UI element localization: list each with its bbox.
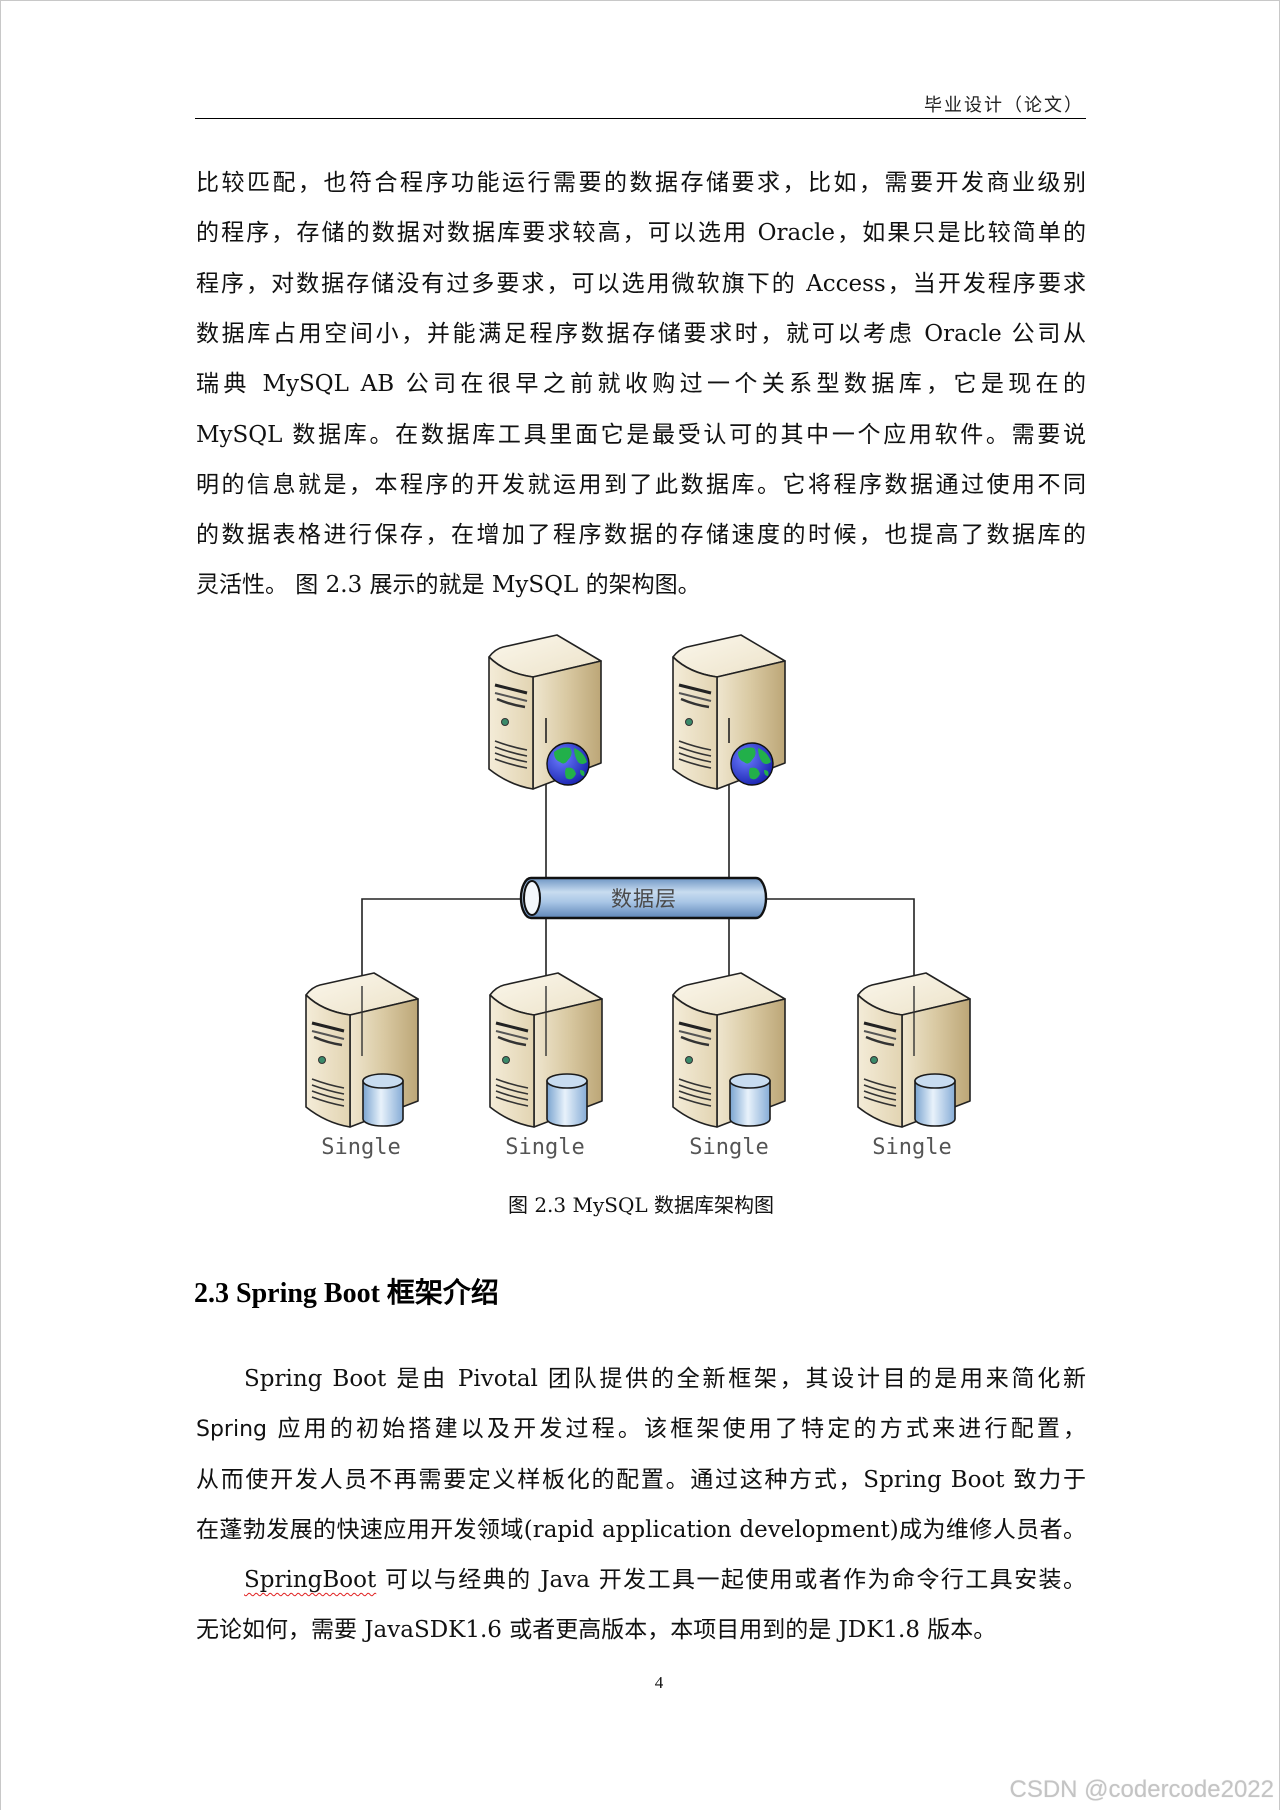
text-line: 程序，对数据存储没有过多要求，可以选用微软旗下的 Access，当开发程序要求 — [196, 270, 1086, 297]
page-number: 4 — [654, 1673, 664, 1692]
data-layer-label: 数据层 — [611, 887, 677, 911]
spring-word: Spring — [196, 1417, 267, 1443]
web-server-1 — [487, 633, 603, 791]
figure-caption: 图 2.3 MySQL 数据库架构图 — [507, 1193, 775, 1217]
text-line: 从而使开发人员不再需要定义样板化的配置。通过这种方式，Spring Boot 致… — [196, 1466, 1086, 1493]
server-label: Single — [321, 1135, 401, 1160]
text-line: SpringBoot 可以与经典的 Java 开发工具一起使用或者作为命令行工具… — [244, 1555, 1086, 1605]
data-layer-pipe — [519, 876, 768, 920]
header-rule — [195, 118, 1086, 119]
misspelled-word: SpringBoot — [244, 1567, 377, 1593]
text-line: Spring 应用的初始搭建以及开发过程。该框架使用了特定的方式来进行配置， — [196, 1404, 1086, 1454]
text-line: MySQL 数据库。在数据库工具里面它是最受认可的其中一个应用软件。需要说 — [196, 421, 1086, 448]
server-label: Single — [505, 1135, 585, 1160]
text-line: 明的信息就是，本程序的开发就运用到了此数据库。它将程序数据通过使用不同 — [196, 471, 1086, 498]
db-server-2 — [488, 971, 604, 1129]
text-line: 在蓬勃发展的快速应用开发领域(rapid application develop… — [196, 1516, 1086, 1543]
db-server-4 — [856, 971, 972, 1129]
text-line: 无论如何，需要 JavaSDK1.6 或者更高版本，本项目用到的是 JDK1.8… — [196, 1617, 997, 1644]
text-line: 灵活性。 图 2.3 展示的就是 MySQL 的架构图。 — [196, 572, 701, 599]
text-line: 瑞典 MySQL AB 公司在很早之前就收购过一个关系型数据库，它是现在的 — [196, 371, 1086, 398]
db-server-3 — [671, 971, 787, 1129]
db-server-1 — [304, 971, 420, 1129]
running-header: 毕业设计（论文） — [924, 95, 1084, 116]
text-span: 应用的初始搭建以及开发过程。该框架使用了特定的方式来进行配置， — [267, 1416, 1086, 1443]
text-line: Spring Boot 是由 Pivotal 团队提供的全新框架，其设计目的是用… — [244, 1366, 1086, 1392]
csdn-watermark: CSDN @codercode2022 — [1009, 1776, 1274, 1803]
text-line: 的数据表格进行保存，在增加了程序数据的存储速度的时候，也提高了数据库的 — [196, 522, 1086, 549]
text-span: 可以与经典的 Java 开发工具一起使用或者作为命令行工具安装。 — [376, 1567, 1086, 1593]
section-heading: 2.3 Spring Boot 框架介绍 — [194, 1278, 499, 1309]
connector-lines — [361, 718, 915, 1056]
text-line: 的程序，存储的数据对数据库要求较高，可以选用 Oracle，如果只是比较简单的 — [196, 220, 1086, 247]
server-label: Single — [689, 1135, 769, 1160]
server-label: Single — [872, 1135, 952, 1160]
text-line: 比较匹配，也符合程序功能运行需要的数据存储要求，比如，需要开发商业级别 — [196, 170, 1086, 196]
text-line: 数据库占用空间小，并能满足程序数据存储要求时，就可以考虑 Oracle 公司从 — [196, 320, 1086, 347]
web-server-2 — [671, 633, 787, 791]
